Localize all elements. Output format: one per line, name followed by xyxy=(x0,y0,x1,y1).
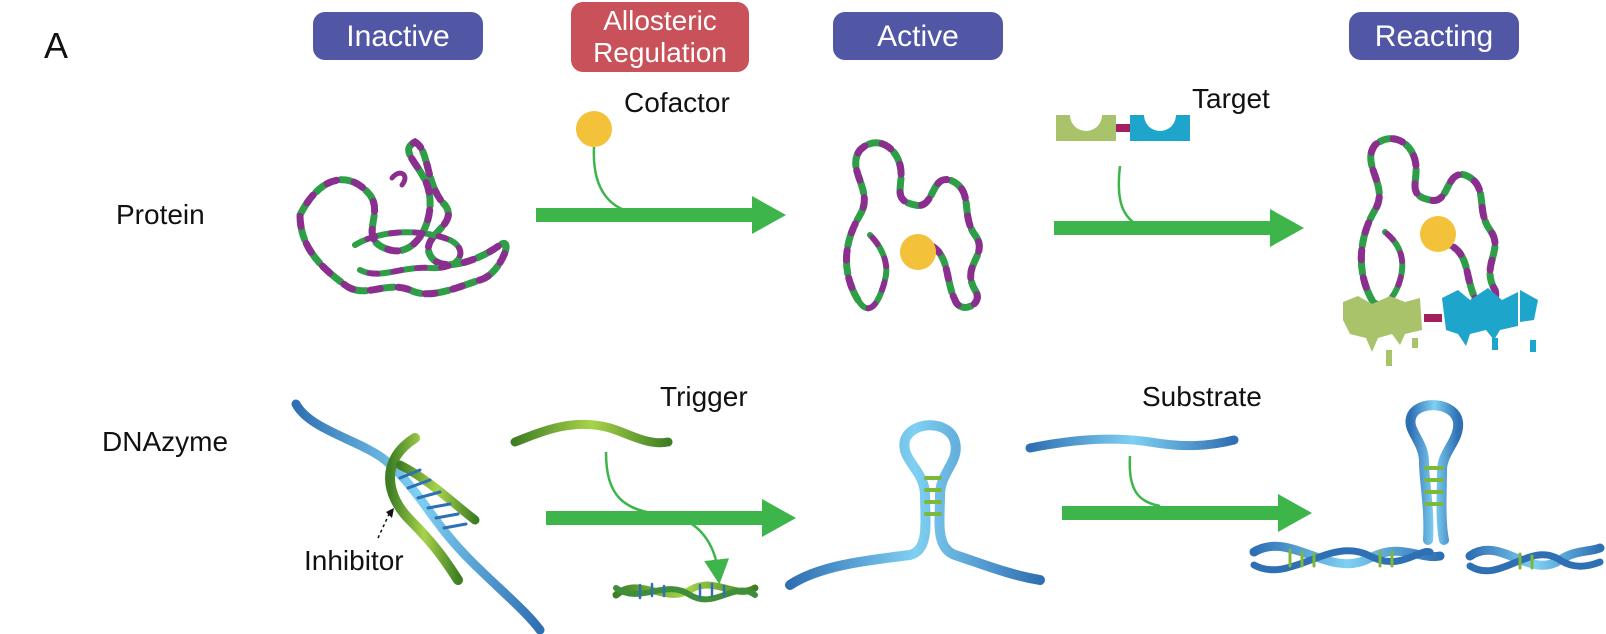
trigger-label: Trigger xyxy=(660,381,748,412)
inhibitor-pointer-head xyxy=(386,508,394,518)
stage-label-reacting: Reacting xyxy=(1375,20,1493,53)
protein-activation-arrow xyxy=(536,196,786,234)
inhibitor-pointer xyxy=(377,511,391,539)
cofactor-dot xyxy=(576,111,612,147)
protein-reaction-arrow xyxy=(1054,209,1304,247)
cleaved-target-fragments xyxy=(1343,288,1538,366)
inactive-dnazyme-duplex xyxy=(291,399,545,634)
stage-pill-active: Active xyxy=(833,12,1003,60)
stage-label-allosteric-line2: Regulation xyxy=(593,37,727,68)
stage-pill-reacting: Reacting xyxy=(1349,12,1519,60)
stage-label-allosteric-line1: Allosteric xyxy=(603,5,717,36)
substrate-strand xyxy=(1025,434,1239,453)
active-protein-ribbon xyxy=(843,139,983,312)
bound-cofactor-reacting xyxy=(1420,216,1456,252)
cofactor-connector xyxy=(592,146,649,216)
stage-label-inactive: Inactive xyxy=(346,20,449,53)
stage-pill-allosteric-regulation: Allosteric Regulation xyxy=(571,2,749,72)
inactive-protein-ribbon xyxy=(296,138,510,298)
stage-label-active: Active xyxy=(877,20,959,53)
row-label-protein: Protein xyxy=(116,199,205,230)
inhibitor-label: Inhibitor xyxy=(304,545,404,576)
panel-letter: A xyxy=(44,25,68,66)
released-inhibitor-duplex xyxy=(612,581,759,603)
cofactor-label: Cofactor xyxy=(624,87,730,118)
active-dnazyme-hairpin xyxy=(785,420,1045,590)
target-label: Target xyxy=(1192,83,1270,114)
substrate-label: Substrate xyxy=(1142,381,1262,412)
reacting-dnazyme-complex xyxy=(1249,400,1605,575)
trigger-connector xyxy=(604,451,669,517)
row-label-dnazyme: DNAzyme xyxy=(102,426,228,457)
trigger-strand xyxy=(510,419,673,448)
dnazyme-reaction-arrow xyxy=(1062,494,1312,532)
stage-pill-inactive: Inactive xyxy=(313,12,483,60)
target-connector xyxy=(1117,165,1141,228)
substrate-connector xyxy=(1128,455,1161,508)
bound-cofactor-active xyxy=(900,234,936,270)
target-molecule xyxy=(1056,115,1190,141)
dnazyme-activation-arrow xyxy=(546,499,796,537)
